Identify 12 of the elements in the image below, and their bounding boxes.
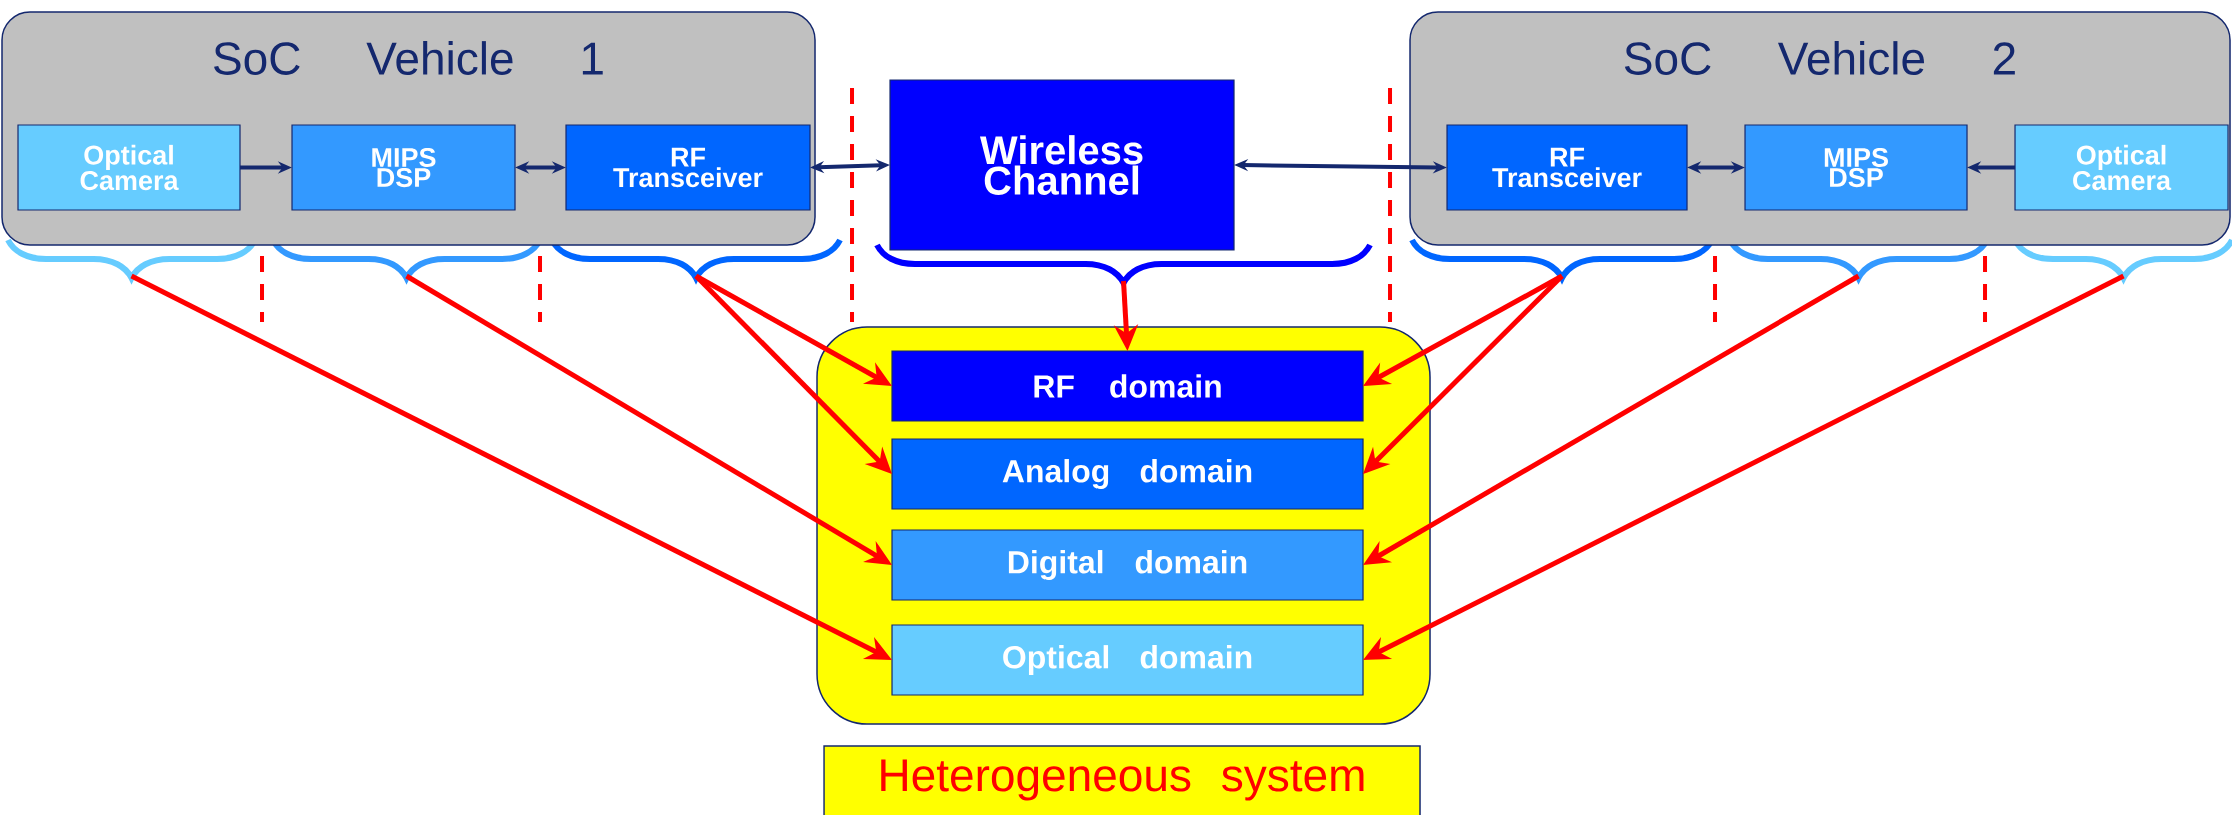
component-box: RF Transceiver — [565, 124, 811, 211]
component-box: Optical Camera — [2014, 124, 2229, 211]
component-box: MIPS DSP — [291, 124, 516, 211]
component-box: MIPS DSP — [1744, 124, 1968, 211]
domain-box: RF domain — [891, 350, 1364, 422]
channel-box: Wireless Channel — [889, 79, 1235, 251]
caption-box: Heterogeneous system — [823, 745, 1421, 815]
component-box: RF Transceiver — [1446, 124, 1688, 211]
domain-box: Digital domain — [891, 529, 1364, 601]
component-box: Optical Camera — [17, 124, 241, 211]
domain-box: Analog domain — [891, 438, 1364, 510]
domain-box: Optical domain — [891, 624, 1364, 696]
